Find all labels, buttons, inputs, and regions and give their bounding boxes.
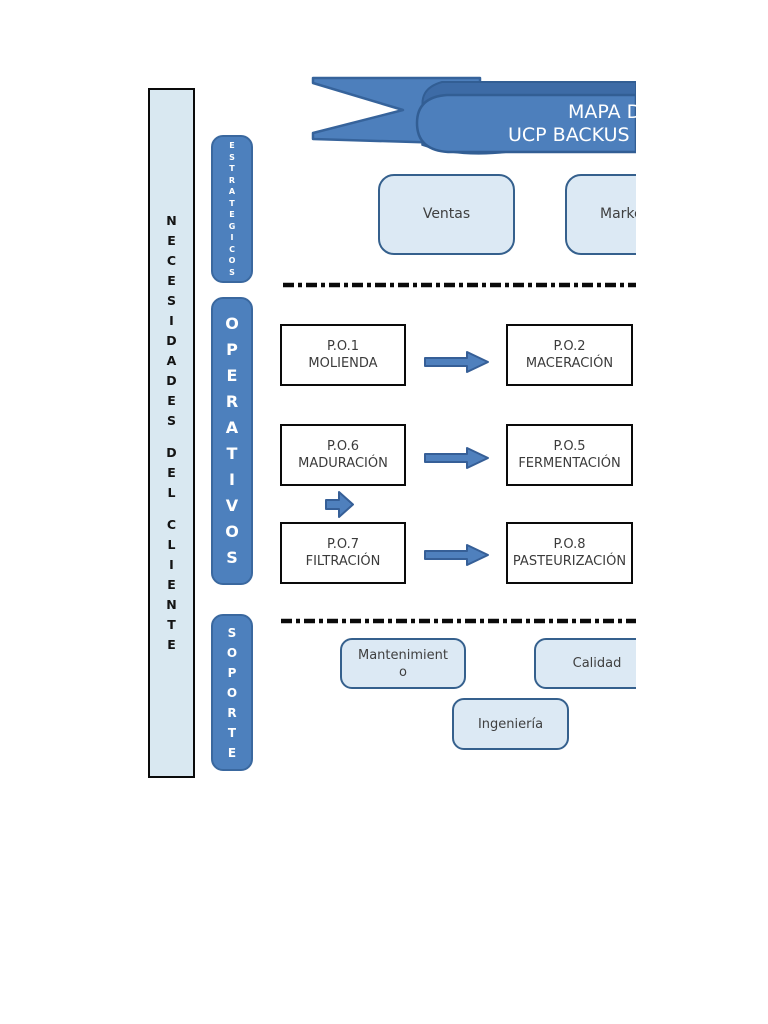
support-box-calidad: Calidad (534, 638, 636, 689)
process-box-po2-maceracion: P.O.2 MACERACIÓN (506, 324, 633, 386)
flow-arrow-right-icon-row3 (424, 544, 489, 566)
process-box-po6-maduracion: P.O.6 MADURACIÓN (280, 424, 406, 486)
strategic-box-marketing: Marke (565, 174, 636, 255)
process-box-po7-filtracion: P.O.7 FILTRACIÓN (280, 522, 406, 584)
separator-line-top (283, 282, 636, 288)
flow-arrow-right-icon-row1 (424, 351, 489, 373)
flow-arrow-down-step-icon (325, 491, 354, 518)
ribbon-banner-icon (311, 76, 636, 155)
support-box-ingenieria: Ingeniería (452, 698, 569, 750)
separator-line-bottom (281, 618, 636, 624)
support-box-mantenimiento: Mantenimient o (340, 638, 466, 689)
strategic-box-ventas: Ventas (378, 174, 515, 255)
process-box-po8-pasteurizacion: P.O.8 PASTEURIZACIÓN (506, 522, 633, 584)
process-box-po5-fermentacion: P.O.5 FERMENTACIÓN (506, 424, 633, 486)
banner-title-line1: MAPA D (568, 101, 636, 123)
flow-arrow-right-icon-row2 (424, 447, 489, 469)
process-box-po1-molienda: P.O.1 MOLIENDA (280, 324, 406, 386)
banner-title-line2: UCP BACKUS (508, 124, 630, 146)
